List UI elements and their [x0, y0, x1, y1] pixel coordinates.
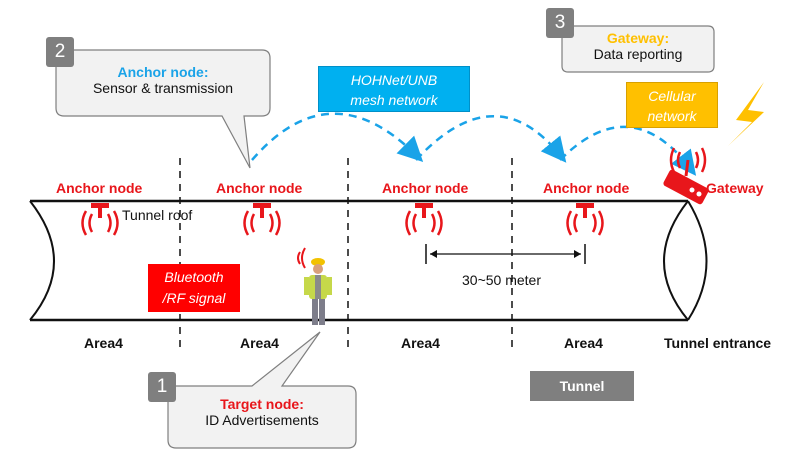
gateway-router-icon	[663, 147, 709, 205]
anchor-callout-text: Anchor node: Sensor & transmission	[56, 64, 270, 96]
anchor-node-label-1: Anchor node	[56, 180, 143, 196]
anchor-node-label-3: Anchor node	[382, 180, 469, 196]
tunnel-right-end-a	[663, 200, 689, 321]
lightning-icon	[728, 82, 764, 146]
anchor-node-icon-4	[566, 203, 604, 236]
tunnel-right-end-b	[687, 200, 708, 321]
step-badge-3: 3	[546, 8, 574, 38]
gateway-label: Gateway	[706, 180, 764, 196]
distance-label: 30~50 meter	[462, 272, 541, 288]
tunnel-left-end	[29, 200, 55, 321]
area-label-4: Area4	[564, 335, 603, 351]
anchor-callout-sub: Sensor & transmission	[92, 80, 234, 96]
bluetooth-line2: /RF signal	[162, 290, 226, 306]
distance-marker	[425, 244, 586, 264]
bluetooth-signal-box: Bluetooth /RF signal	[148, 264, 240, 312]
gateway-callout-text: Gateway: Data reporting	[562, 30, 714, 62]
target-callout-text: Target node: ID Advertisements	[168, 396, 356, 428]
bluetooth-line1: Bluetooth	[164, 269, 224, 285]
anchor-node-icon-3	[405, 203, 443, 236]
mesh-network-line2: mesh network	[350, 92, 438, 108]
gateway-callout-sub: Data reporting	[593, 46, 683, 62]
mesh-arc-2	[415, 115, 567, 163]
step-badge-1: 1	[148, 372, 176, 402]
step-badge-2: 2	[46, 37, 74, 67]
anchor-callout-title: Anchor node:	[117, 64, 209, 80]
area-label-2: Area4	[240, 335, 279, 351]
target-callout-sub: ID Advertisements	[205, 412, 319, 428]
cellular-line2: network	[647, 108, 697, 124]
cellular-network-box: Cellular network	[626, 82, 718, 128]
anchor-node-label-2: Anchor node	[216, 180, 303, 196]
anchor-node-icon-1	[81, 203, 119, 236]
tunnel-button[interactable]: Tunnel	[530, 371, 634, 401]
area-label-1: Area4	[84, 335, 123, 351]
cellular-line1: Cellular	[648, 88, 696, 104]
tunnel-roof-label: Tunnel roof	[122, 207, 193, 223]
anchor-node-label-4: Anchor node	[543, 180, 630, 196]
mesh-network-line1: HOHNet/UNB	[350, 72, 438, 88]
tunnel-entrance-label: Tunnel entrance	[664, 335, 772, 351]
anchor-node-icon-2	[243, 203, 281, 236]
area-label-3: Area4	[401, 335, 440, 351]
mesh-arc-1	[251, 112, 424, 163]
worker-figure-icon	[297, 247, 332, 325]
gateway-callout-title: Gateway:	[606, 30, 670, 46]
target-callout-title: Target node:	[220, 396, 304, 412]
mesh-network-box: HOHNet/UNB mesh network	[318, 66, 470, 112]
